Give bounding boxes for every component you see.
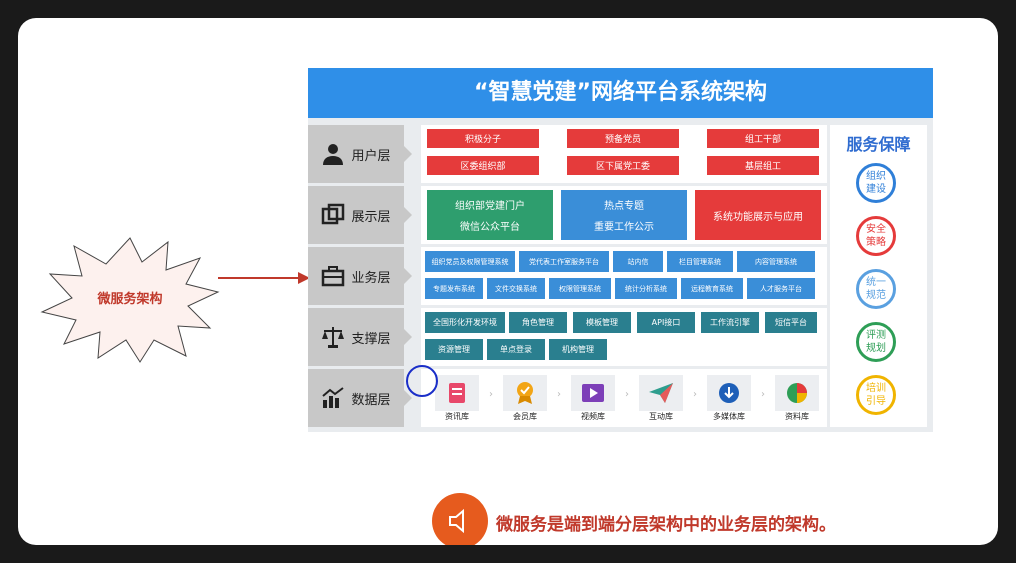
callout-label: 微服务架构 — [97, 292, 163, 307]
data-store-label: 多媒体库 — [713, 412, 745, 421]
user-box: 区下属党工委 — [567, 156, 679, 175]
layer-data-label: 数据层 — [351, 392, 391, 408]
layer-data: 数据层 — [308, 369, 412, 427]
display-box: 系统功能展示与应用 — [695, 190, 821, 240]
data-store: 互动库 — [639, 375, 683, 422]
service-item: 组织 建设 — [856, 163, 896, 203]
business-box: 权限管理系统 — [549, 278, 611, 299]
display-box-line: 微信公众平台 — [460, 222, 520, 233]
data-store: 视频库 — [571, 375, 615, 422]
diagram-title: “智慧党建”网络平台系统架构 — [308, 68, 933, 118]
speaker-button[interactable] — [432, 493, 488, 545]
speaker-icon — [449, 508, 464, 534]
paper-plane-icon — [639, 375, 683, 411]
display-box-line: 热点专题 — [604, 201, 644, 212]
data-store: 资料库 — [775, 375, 819, 422]
display-box-line: 重要工作公示 — [594, 222, 654, 233]
video-icon — [571, 375, 615, 411]
support-box: 机构管理 — [549, 339, 607, 360]
data-store: 会员库 — [503, 375, 547, 422]
display-box: 组织部党建门户 微信公众平台 — [427, 190, 553, 240]
user-box: 预备党员 — [567, 129, 679, 148]
chevron-right-icon: › — [625, 389, 629, 400]
business-box: 组织党员及权限管理系统 — [425, 251, 515, 272]
support-box: 短信平台 — [765, 312, 817, 333]
support-box: 单点登录 — [487, 339, 545, 360]
chevron-right-icon: › — [693, 389, 697, 400]
layer-business: 业务层 — [308, 247, 412, 305]
layer-user-label: 用户层 — [351, 148, 391, 164]
support-box: API接口 — [637, 312, 695, 333]
display-layer-panel: 组织部党建门户 微信公众平台 热点专题 重要工作公示 系统功能展示与应用 — [421, 186, 827, 244]
display-box: 热点专题 重要工作公示 — [561, 190, 687, 240]
business-box: 文件交换系统 — [487, 278, 545, 299]
user-box: 区委组织部 — [427, 156, 539, 175]
chevron-right-icon: › — [761, 389, 765, 400]
architecture-diagram: “智慧党建”网络平台系统架构 用户层 展示层 业务层 支撑层 数据层 积极分子 … — [308, 68, 933, 432]
service-column: 服务保障 组织 建设 安全 策略 统一 规范 评测 规划 培训 引导 — [830, 125, 927, 427]
starburst-shape — [40, 237, 220, 363]
business-box: 党代表工作室服务平台 — [519, 251, 609, 272]
subtitle-caption: 微服务是端到端分层架构中的业务层的架构。 — [496, 515, 836, 535]
document-icon — [435, 375, 479, 411]
chevron-right-icon: › — [489, 389, 493, 400]
service-item: 统一 规范 — [856, 269, 896, 309]
support-box: 角色管理 — [509, 312, 567, 333]
support-box: 资源管理 — [425, 339, 483, 360]
business-box: 专题发布系统 — [425, 278, 483, 299]
user-box: 积极分子 — [427, 129, 539, 148]
data-store-label: 资料库 — [785, 412, 809, 421]
data-store-label: 资讯库 — [445, 412, 469, 421]
service-title: 服务保障 — [846, 135, 911, 154]
layer-user: 用户层 — [308, 125, 412, 183]
user-layer-panel: 积极分子 预备党员 组工干部 区委组织部 区下属党工委 基层组工 — [421, 125, 827, 183]
layer-support-label: 支撑层 — [351, 331, 391, 347]
user-box: 组工干部 — [707, 129, 819, 148]
layer-business-label: 业务层 — [351, 270, 391, 286]
business-box: 站内信 — [613, 251, 663, 272]
data-store-label: 互动库 — [649, 412, 673, 421]
layer-display-label: 展示层 — [351, 209, 391, 225]
layer-support: 支撑层 — [308, 308, 412, 366]
display-box-line: 组织部党建门户 — [455, 201, 525, 212]
service-item: 培训 引导 — [856, 375, 896, 415]
display-box-line: 系统功能展示与应用 — [713, 211, 803, 223]
support-box: 模板管理 — [573, 312, 631, 333]
layers-icon — [322, 203, 345, 225]
cloud-download-icon — [707, 375, 751, 411]
service-item: 评测 规划 — [856, 322, 896, 362]
support-box: 全国形化开发环境 — [425, 312, 505, 333]
layer-display: 展示层 — [308, 186, 412, 244]
scale-icon — [322, 327, 345, 348]
slide-card: 微服务架构 “智慧党建”网络平台系统架构 用户层 展示层 业务层 支撑层 数据层 — [18, 18, 998, 545]
business-box: 栏目管理系统 — [667, 251, 733, 272]
callout-arrow — [218, 272, 310, 284]
business-box: 远程教育系统 — [681, 278, 743, 299]
user-box: 基层组工 — [707, 156, 819, 175]
support-box: 工作流引擎 — [701, 312, 759, 333]
cursor-highlight — [406, 365, 438, 397]
data-store-label: 会员库 — [513, 412, 537, 421]
briefcase-icon — [322, 266, 345, 287]
pie-chart-icon — [775, 375, 819, 411]
business-box: 统计分析系统 — [615, 278, 677, 299]
chevron-right-icon: › — [557, 389, 561, 400]
data-store: 资讯库 — [435, 375, 479, 422]
user-icon — [323, 144, 344, 165]
business-layer-panel: 组织党员及权限管理系统 党代表工作室服务平台 站内信 栏目管理系统 内容管理系统… — [421, 247, 827, 305]
service-item: 安全 策略 — [856, 216, 896, 256]
data-layer-panel: 资讯库 › 会员库 › 视频库 › 互动库 › 多媒体库 › — [421, 369, 827, 427]
badge-icon — [503, 375, 547, 411]
callout-burst: 微服务架构 — [40, 236, 220, 364]
chart-icon — [322, 387, 345, 408]
support-layer-panel: 全国形化开发环境 角色管理 模板管理 API接口 工作流引擎 短信平台 资源管理… — [421, 308, 827, 366]
data-store-label: 视频库 — [581, 412, 605, 421]
business-box: 人才服务平台 — [747, 278, 815, 299]
business-box: 内容管理系统 — [737, 251, 815, 272]
data-store: 多媒体库 — [707, 375, 751, 422]
